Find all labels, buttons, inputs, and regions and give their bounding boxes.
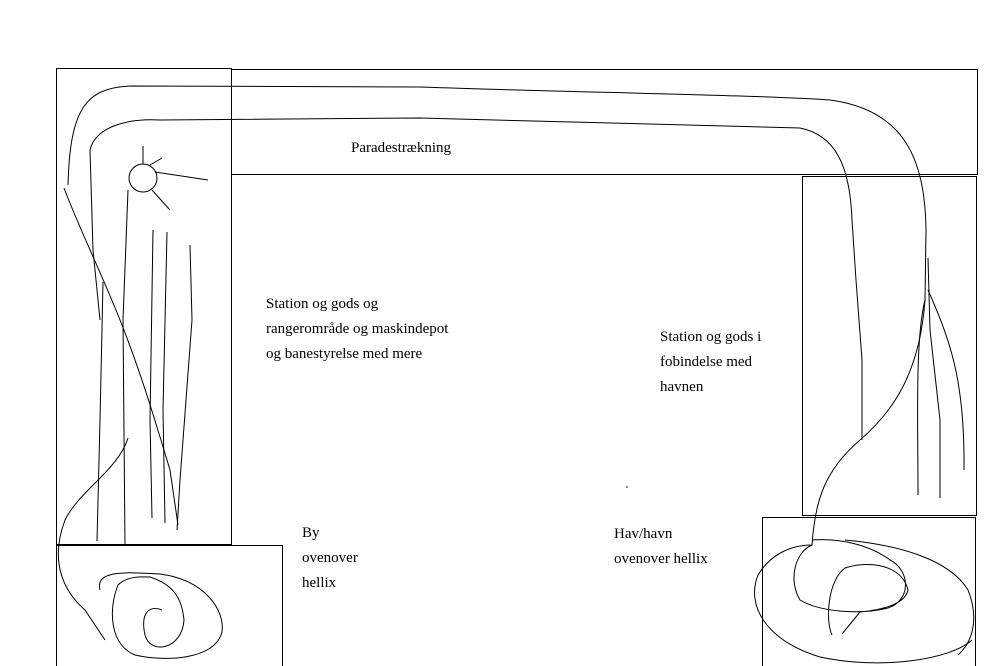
city-line-2: ovenover <box>302 550 358 566</box>
city-line-1: By <box>302 525 320 541</box>
turntable-track-upright <box>149 157 163 166</box>
right-helix-outer <box>844 539 975 656</box>
diagonal-track-line <box>63 187 179 526</box>
sea-line-2: ovenover hellix <box>614 551 708 567</box>
city-label: By ovenover hellix <box>302 521 358 596</box>
inner-track-line <box>89 117 863 440</box>
turntable-circle <box>128 163 158 193</box>
station-main-line-2: rangerområde og maskindepot <box>266 321 449 337</box>
left-station-track-4 <box>176 244 193 531</box>
left-board-outline <box>56 68 232 545</box>
bottom-left-board-outline <box>56 545 283 666</box>
sea-label: Hav/havn ovenover hellix <box>614 522 708 572</box>
turntable-track-right <box>154 171 209 181</box>
station-harbor-line-2: fobindelse med <box>660 354 753 370</box>
bottom-right-board-outline <box>762 517 976 666</box>
right-helix-spiral <box>793 539 909 636</box>
left-station-track-5 <box>96 281 104 542</box>
right-station-track-3 <box>927 289 965 471</box>
left-helix-spiral <box>99 572 223 659</box>
station-main-label: Station og gods og rangerområde og maski… <box>266 292 448 367</box>
stray-dot <box>626 486 628 488</box>
parade-label-text: Paradestrækning <box>351 140 451 156</box>
station-main-line-1: Station og gods og <box>266 296 379 312</box>
left-helix-approach <box>57 437 129 641</box>
right-station-track-2 <box>917 299 926 496</box>
station-harbor-label: Station og gods i fobindelse med havnen <box>660 325 761 400</box>
right-station-track-1 <box>927 257 941 498</box>
left-station-track-1 <box>122 189 129 546</box>
outer-track-line <box>67 85 973 664</box>
parade-label: Paradestrækning <box>351 136 451 161</box>
city-line-3: hellix <box>302 575 337 591</box>
left-station-track-3 <box>162 231 168 524</box>
left-station-track-2 <box>149 229 154 519</box>
station-harbor-line-3: havnen <box>660 379 704 395</box>
station-main-line-3: og banestyrelse med mere <box>266 346 423 362</box>
sea-line-1: Hav/havn <box>614 526 673 542</box>
station-harbor-line-1: Station og gods i <box>660 329 762 345</box>
right-board-outline <box>802 176 977 516</box>
top-board-outline <box>231 69 978 175</box>
turntable-track-down <box>151 189 171 211</box>
